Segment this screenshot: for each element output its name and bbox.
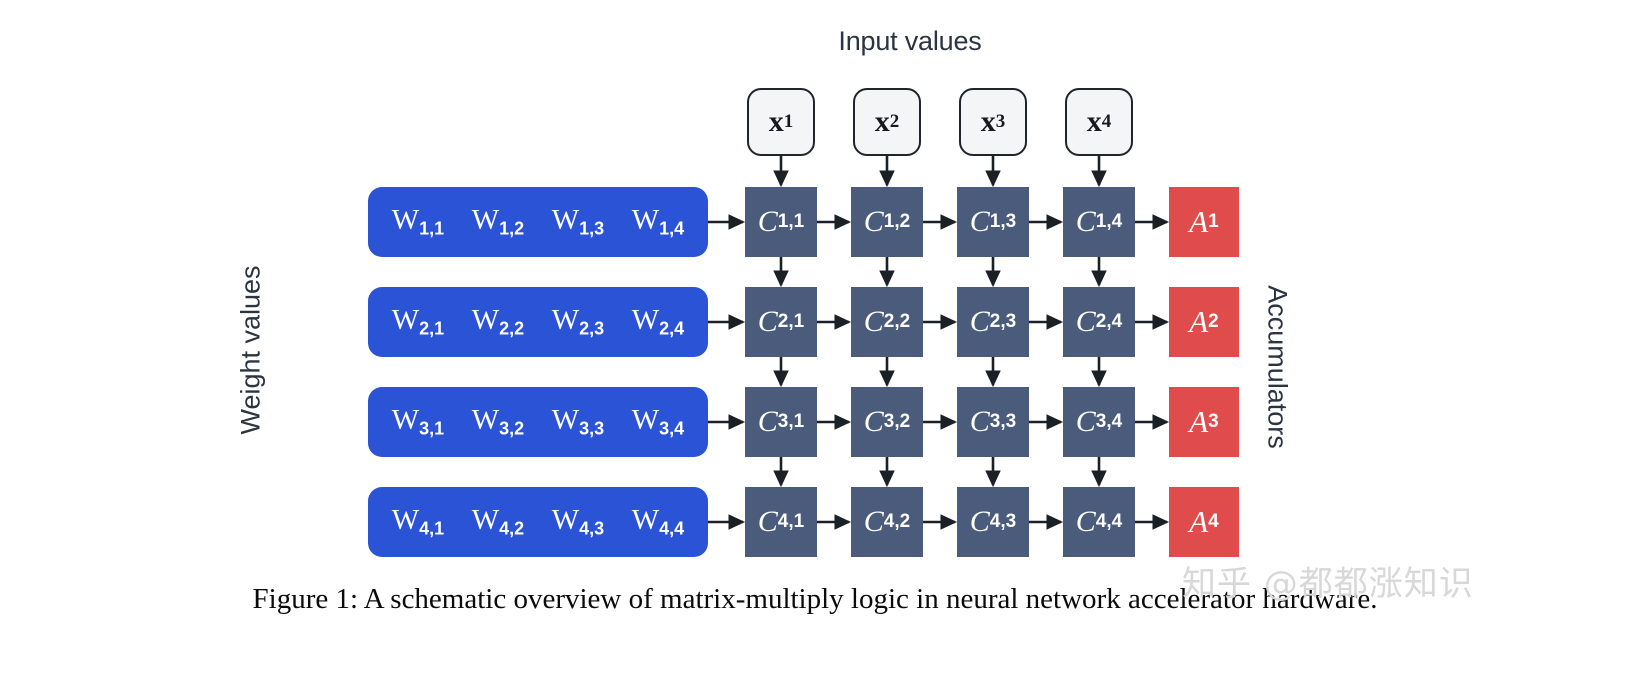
weight-label-4-3: W4,3: [551, 504, 605, 539]
figure-caption: Figure 1: A schematic overview of matrix…: [252, 583, 1378, 615]
weight-label-3-3: W3,3: [551, 404, 605, 439]
weight-label-3-1: W3,1: [391, 404, 445, 439]
weight-label-4-2: W4,2: [471, 504, 525, 539]
weight-label-3-2: W3,2: [471, 404, 525, 439]
weight-bar-row-2[interactable]: W2,1 W2,2 W2,3 W2,4: [368, 287, 708, 357]
weight-bar-row-1[interactable]: W1,1 W1,2 W1,3 W1,4: [368, 187, 708, 257]
weight-label-4-4: W4,4: [631, 504, 685, 539]
weight-label-2-3: W2,3: [551, 304, 605, 339]
accumulators-label: Accumulators: [1262, 285, 1293, 449]
weight-label-1-1: W1,1: [391, 204, 445, 239]
weight-label-1-3: W1,3: [551, 204, 605, 239]
input-values-label: Input values: [838, 26, 982, 56]
weight-label-2-4: W2,4: [631, 304, 685, 339]
weight-label-2-2: W2,2: [471, 304, 525, 339]
weight-label-1-2: W1,2: [471, 204, 525, 239]
weight-bar-row-3[interactable]: W3,1 W3,2 W3,3 W3,4: [368, 387, 708, 457]
watermark-zhihu: 知乎 @都都涨知识: [1182, 564, 1474, 604]
weight-label-3-4: W3,4: [631, 404, 685, 439]
weight-label-1-4: W1,4: [631, 204, 685, 239]
weight-values-label: Weight values: [235, 265, 266, 435]
weight-label-4-1: W4,1: [391, 504, 445, 539]
weight-bar-row-4[interactable]: W4,1 W4,2 W4,3 W4,4: [368, 487, 708, 557]
weight-label-2-1: W2,1: [391, 304, 445, 339]
